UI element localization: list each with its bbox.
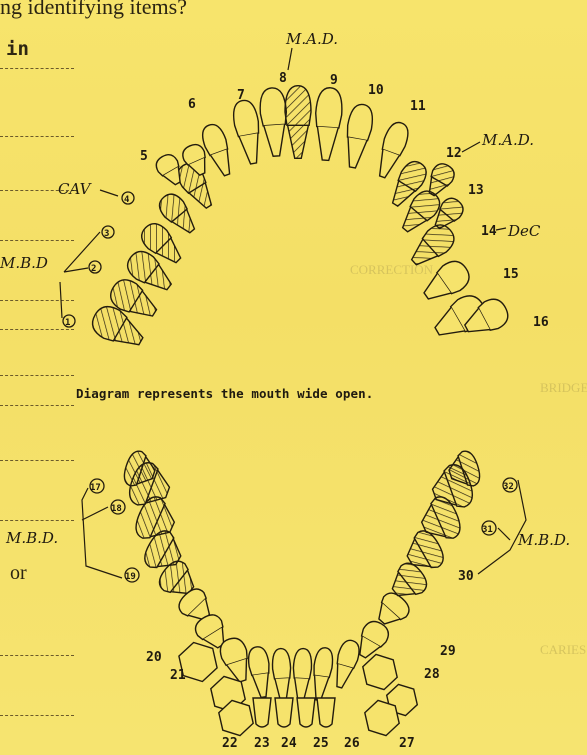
tooth-number-16: 16 <box>533 315 549 330</box>
tooth-number-24: 24 <box>281 736 297 751</box>
annotation-dec: DeC <box>507 222 541 240</box>
diagram-caption: Diagram represents the mouth wide open. <box>76 386 373 401</box>
tooth-number-18: 18 <box>111 504 122 514</box>
tooth-number-5: 5 <box>140 149 148 164</box>
tooth-number-23: 23 <box>254 736 270 751</box>
annotation-mbd-lower-left: M.B.D. <box>5 529 58 547</box>
tooth-number-20: 20 <box>146 650 162 665</box>
tooth-number-29: 29 <box>440 644 456 659</box>
annotation-mbd-lower-right: M.B.D. <box>517 531 570 549</box>
tooth-number-4: 4 <box>124 195 130 205</box>
upper-tooth <box>259 87 290 157</box>
tooth-number-1: 1 <box>65 318 70 328</box>
tooth-number-8: 8 <box>279 71 287 86</box>
tooth-number-2: 2 <box>91 264 96 274</box>
lower-incisor <box>317 698 335 727</box>
tooth-number-10: 10 <box>368 83 384 98</box>
lower-tooth <box>272 648 293 704</box>
lower-tooth <box>247 646 274 699</box>
lower-arch <box>121 448 483 735</box>
tooth-number-32: 32 <box>503 482 514 492</box>
tooth-number-13: 13 <box>468 183 484 198</box>
tooth-number-30: 30 <box>458 569 474 584</box>
tooth-number-21: 21 <box>170 668 186 683</box>
tooth-number-27: 27 <box>399 736 415 751</box>
lower-tooth <box>309 647 334 702</box>
annotation-mad-top: M.A.D. <box>285 30 338 48</box>
tooth-number-25: 25 <box>313 736 329 751</box>
tooth-number-26: 26 <box>344 736 360 751</box>
tooth-number-3: 3 <box>104 229 109 239</box>
tooth-number-15: 15 <box>503 267 519 282</box>
tooth-number-11: 11 <box>410 99 426 114</box>
lower-incisor <box>275 698 293 727</box>
upper-arch <box>87 86 512 355</box>
lower-incisor <box>297 698 315 727</box>
tooth-number-28: 28 <box>424 667 440 682</box>
annotation-cav: CAV <box>58 180 93 198</box>
tooth-number-7: 7 <box>237 88 245 103</box>
tooth-number-14: 14 <box>481 224 497 239</box>
upper-tooth <box>285 86 311 159</box>
tooth-number-19: 19 <box>125 572 136 582</box>
lower-tooth-crown <box>365 700 399 735</box>
annotation-mbd-upper: M.B.D <box>0 254 48 272</box>
tooth-number-9: 9 <box>330 73 338 88</box>
tooth-number-22: 22 <box>222 736 238 751</box>
lower-tooth-crown <box>363 654 397 689</box>
lower-tooth <box>292 648 313 704</box>
upper-tooth <box>312 87 343 161</box>
lower-incisor <box>253 698 271 727</box>
annotation-mad-right: M.A.D. <box>481 131 534 149</box>
upper-tooth <box>341 103 376 170</box>
tooth-number-17: 17 <box>90 483 101 493</box>
tooth-number-6: 6 <box>188 97 196 112</box>
tooth-number-12: 12 <box>446 146 462 161</box>
lower-tooth <box>330 638 363 690</box>
tooth-number-31: 31 <box>482 525 493 535</box>
